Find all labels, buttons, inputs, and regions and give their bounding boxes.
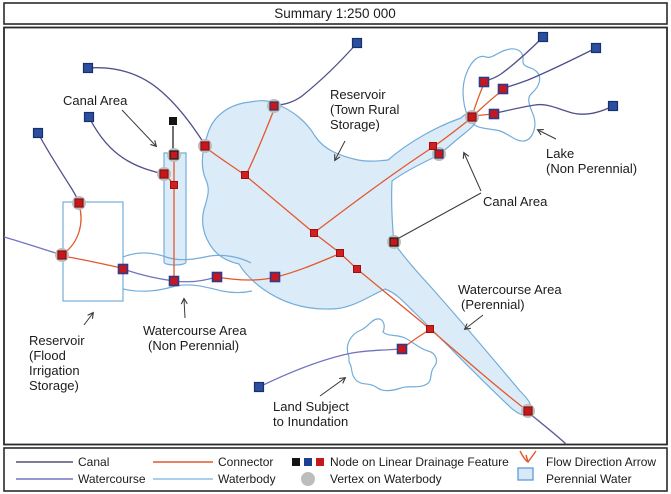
pointer-canal-area-right-b <box>398 192 482 239</box>
legend-waterbody-label: Waterbody <box>218 472 276 486</box>
legend-flow-arrow-label: Flow Direction Arrow <box>546 455 656 469</box>
pointer-lines <box>83 109 557 397</box>
pointer-watercourse-nonperennial <box>180 297 188 319</box>
pointer-canal-area-right-a <box>462 151 482 192</box>
legend-node-label: Node on Linear Drainage Feature <box>330 455 509 469</box>
label-watercourse-nonperennial: (Non Perennial) <box>148 338 239 353</box>
title-box <box>3 2 668 25</box>
label-canal-area-left: Canal Area <box>63 93 128 108</box>
pointer-reservoir-town <box>334 140 346 162</box>
label-land-inundation: Land Subject <box>273 399 349 414</box>
legend-connector-label: Connector <box>218 455 273 469</box>
pointer-lake <box>536 129 557 140</box>
legend-perennial-label: Perennial Water <box>546 472 632 486</box>
label-lake: (Non Perennial) <box>546 161 637 176</box>
canal-line <box>88 116 164 175</box>
label-canal-area-right: Canal Area <box>483 194 548 209</box>
land-subject-inundation-outline <box>346 318 438 392</box>
vertex-markers <box>32 31 619 418</box>
canal-line <box>503 47 597 89</box>
label-watercourse-perennial: (Perennial) <box>461 297 525 312</box>
watercourse-line <box>258 348 402 388</box>
label-reservoir-town: Reservoir <box>330 87 386 102</box>
waterbody-reservoir-town-and-channels <box>201 100 532 416</box>
legend-flow-arrow-icon <box>519 450 537 463</box>
pointer-canal-area-left <box>121 109 158 148</box>
pointer-watercourse-perennial <box>463 314 484 331</box>
canal-line <box>275 42 358 106</box>
pointer-reservoir-flood <box>83 311 94 326</box>
watercourse-area-nonperennial-upper-edge <box>122 252 252 264</box>
legend-node-blue-icon <box>304 458 312 466</box>
watercourse-area-nonperennial-lower-edge <box>122 284 253 294</box>
node-red-on-vertex <box>57 101 533 416</box>
label-watercourse-perennial: Watercourse Area <box>458 282 562 297</box>
connector-line <box>314 118 471 233</box>
legend-node-black-icon <box>292 458 300 466</box>
legend-node-red-icon <box>316 458 324 466</box>
label-land-inundation: to Inundation <box>273 414 348 429</box>
legend-watercourse-label: Watercourse <box>78 472 146 486</box>
canal-line <box>495 103 614 115</box>
label-reservoir-flood: Storage) <box>29 378 79 393</box>
map-labels: Canal Area Reservoir (Town Rural Storage… <box>29 87 637 429</box>
waterbody-lake-nonperennial <box>462 48 541 142</box>
label-reservoir-town: Storage) <box>330 117 380 132</box>
label-reservoir-flood: Irrigation <box>29 363 80 378</box>
legend-box <box>3 447 668 492</box>
node-black <box>169 117 177 125</box>
label-reservoir-town: (Town Rural <box>330 102 399 117</box>
label-reservoir-flood: Reservoir <box>29 333 85 348</box>
legend-vertex-icon <box>301 472 315 486</box>
legend-canal-label: Canal <box>78 455 109 469</box>
connector-line <box>245 106 276 176</box>
legend: Canal Watercourse Connector Waterbody No… <box>16 450 656 486</box>
page-title: Summary 1:250 000 <box>274 6 396 21</box>
pointer-land-inundation <box>319 377 347 397</box>
label-lake: Lake <box>546 146 574 161</box>
canal-line <box>87 67 206 146</box>
label-watercourse-nonperennial: Watercourse Area <box>143 323 247 338</box>
waterbodies <box>62 48 541 416</box>
node-red <box>170 142 437 333</box>
waterbody-canal-area-left <box>163 152 187 266</box>
node-junction-navy-red <box>117 76 509 355</box>
legend-vertex-label: Vertex on Waterbody <box>330 472 442 486</box>
node-canal-end-blue <box>32 31 619 393</box>
legend-perennial-icon <box>517 467 534 481</box>
label-reservoir-flood: (Flood <box>29 348 66 363</box>
